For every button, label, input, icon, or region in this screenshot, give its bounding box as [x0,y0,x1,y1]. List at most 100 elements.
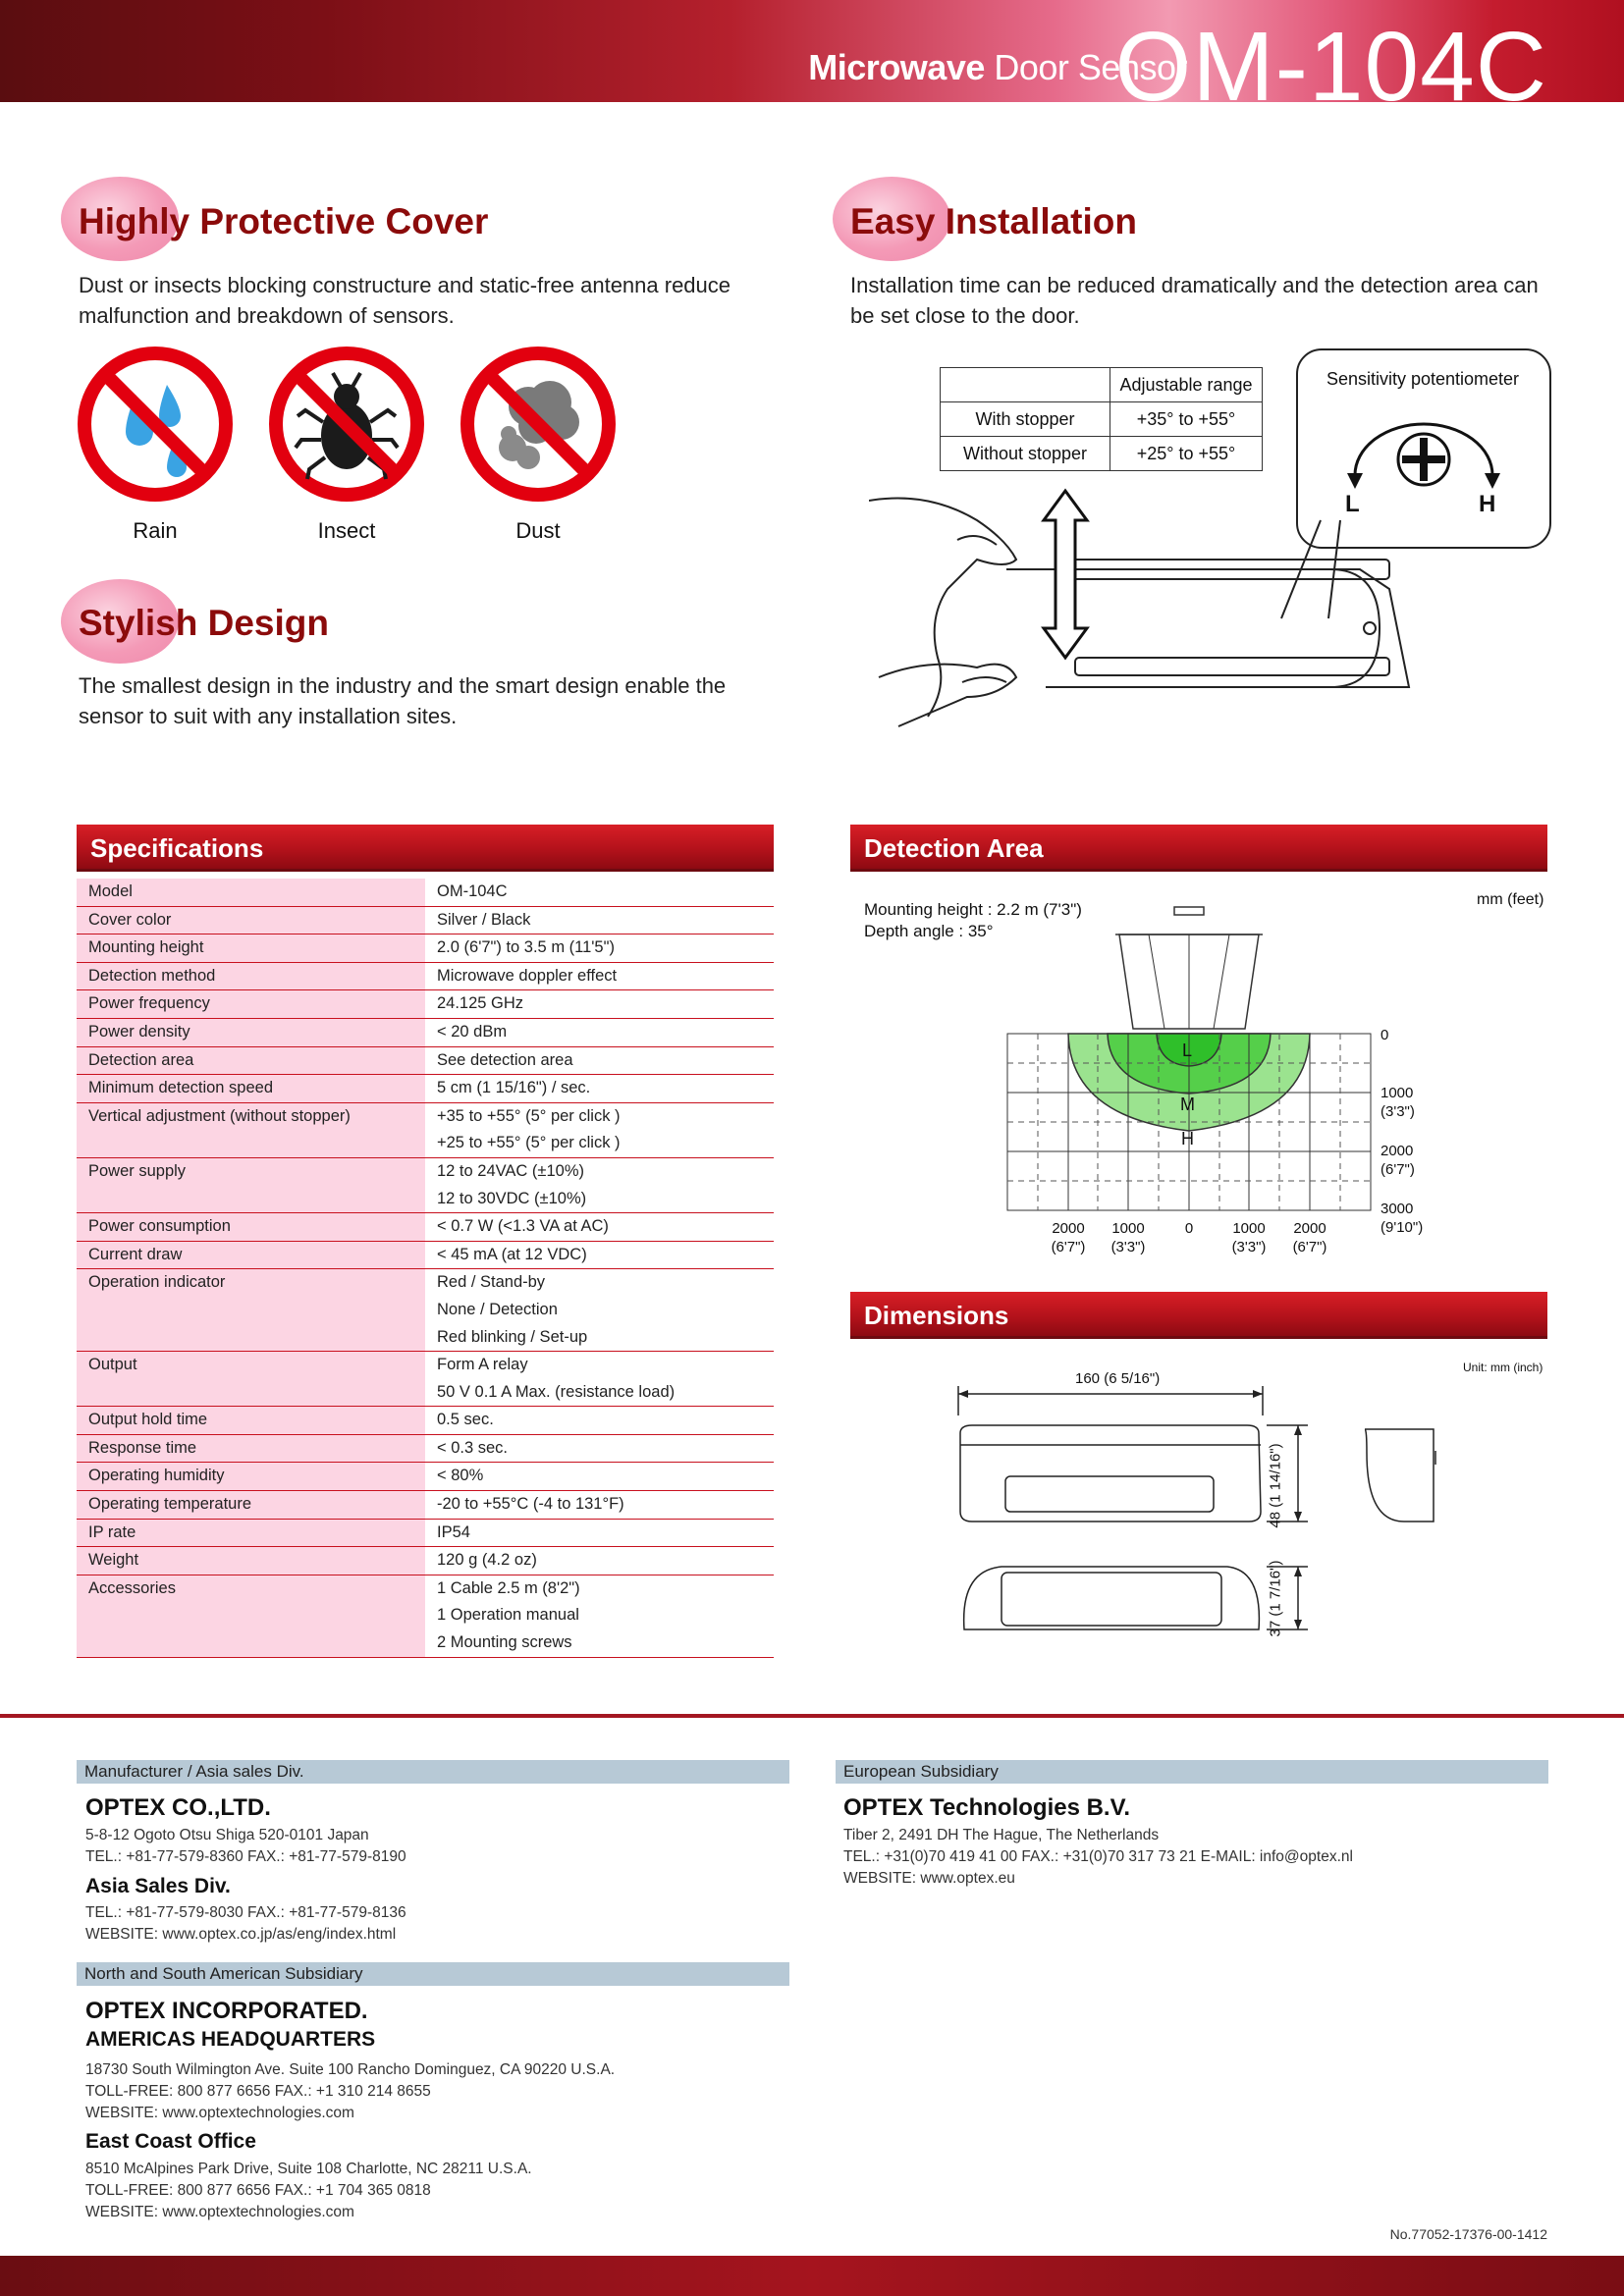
tel-asia-sales: TEL.: +81-77-579-8030 FAX.: +81-77-579-8… [85,1904,406,1921]
spec-row: Vertical adjustment (without stopper) +35… [77,1102,774,1158]
spec-row: 2 Mounting screws [77,1629,774,1658]
tel-east-coast: TOLL-FREE: 800 877 6656 FAX.: +1 704 365… [85,2182,431,2199]
range-label: Without stopper [940,436,1110,471]
zone-label-l: L [1182,1041,1193,1060]
range-value: +35° to +55° [1110,401,1263,437]
web-europe[interactable]: WEBSITE: www.optex.eu [843,1870,1015,1887]
spec-value: < 0.7 W (<1.3 VA at AC) [425,1212,774,1242]
spec-key: Detection method [77,962,425,991]
detection-area-title: Detection Area [850,825,1547,872]
web-asia-sales[interactable]: WEBSITE: www.optex.co.jp/as/eng/index.ht… [85,1926,397,1943]
spec-row: Operating temperature-20 to +55°C (-4 to… [77,1490,774,1520]
spec-row: Power consumption< 0.7 W (<1.3 VA at AC) [77,1212,774,1242]
spec-key: Output hold time [77,1406,425,1435]
detection-y-label: 2000(6'7") [1380,1143,1415,1178]
detection-x-label: 2000(6'7") [1051,1220,1086,1255]
icon-label-rain: Rain [133,518,178,543]
dimensions-drawing [957,1386,1436,1630]
feature-text-stylish: The smallest design in the industry and … [79,673,727,728]
spec-value: 12 to 30VDC (±10%) [425,1185,774,1214]
company-optex-inc: OPTEX INCORPORATED. [85,1998,368,2024]
contact-bar-americas: North and South American Subsidiary [77,1962,789,1986]
detection-y-label: 3000(9'10") [1380,1201,1424,1236]
dimension-height: 48 (1 14/16") [1267,1443,1284,1528]
detection-x-label: 1000(3'3") [1110,1220,1146,1255]
icon-label-dust: Dust [515,518,561,543]
icon-label-insect: Insect [317,518,376,543]
spec-value: IP54 [425,1519,774,1548]
spec-key: Mounting height [77,934,425,963]
dimensions-unit: Unit: mm (inch) [1463,1361,1543,1374]
americas-hq-title: AMERICAS HEADQUARTERS [85,2028,376,2051]
potentiometer-l: L [1345,491,1360,517]
spec-value: Red / Stand-by [437,1273,546,1292]
spec-value: 120 g (4.2 oz) [425,1546,774,1575]
spec-value: Red blinking / Set-up [425,1323,774,1353]
spec-row: 50 V 0.1 A Max. (resistance load) [77,1378,774,1408]
footer-divider [0,1714,1624,1718]
document-number: No.77052-17376-00-1412 [1389,2226,1547,2242]
spec-row: None / Detection [77,1297,774,1324]
web-americas[interactable]: WEBSITE: www.optextechnologies.com [85,2105,354,2121]
spec-value: +35 to +55° (5° per click ) [437,1106,621,1125]
product-model: OM-104C [1114,12,1547,122]
spec-value: 1 Cable 2.5 m (8'2") [437,1578,580,1597]
dimensions-title: Dimensions [850,1292,1547,1339]
adjustable-range-table: Adjustable range With stopper +35° to +5… [940,367,1263,471]
spec-key: Power consumption [77,1212,425,1242]
spec-value: 1 Operation manual [437,1606,579,1625]
feature-text-installation: Installation time can be reduced dramati… [850,273,1539,328]
address-europe: Tiber 2, 2491 DH The Hague, The Netherla… [843,1827,1160,1843]
spec-value: Form A relay [437,1356,528,1374]
heading-blob [61,177,179,261]
spec-key: IP rate [77,1519,425,1548]
tel-americas: TOLL-FREE: 800 877 6656 FAX.: +1 310 214… [85,2083,431,2100]
detection-unit-label: mm (feet) [1477,891,1544,908]
spec-value: 50 V 0.1 A Max. (resistance load) [425,1378,774,1408]
spec-key: Vertical adjustment (without stopper) [77,1102,425,1158]
detection-y-label: 1000(3'3") [1380,1085,1415,1120]
installation-illustration [869,488,1411,727]
spec-value: < 20 dBm [425,1018,774,1047]
spec-key: Power frequency [77,989,425,1019]
spec-key: Detection area [77,1046,425,1076]
spec-value: < 45 mA (at 12 VDC) [425,1241,774,1270]
spec-key: Response time [77,1434,425,1464]
spec-row: Current draw< 45 mA (at 12 VDC) [77,1241,774,1270]
tel-europe: TEL.: +31(0)70 419 41 00 FAX.: +31(0)70 … [843,1848,1353,1865]
feature-title-protective: Highly Protective Cover [79,201,489,241]
specifications-title: Specifications [77,825,774,872]
footer-band [0,2256,1624,2296]
company-optex-japan: OPTEX CO.,LTD. [85,1794,271,1821]
spec-key: Operation indicator [77,1268,425,1353]
spec-key: Output [77,1351,425,1408]
heading-blob [833,177,950,261]
spec-value: 0.5 sec. [425,1406,774,1435]
spec-key: Power supply [77,1157,425,1214]
dimension-depth: 37 (1 7/16") [1267,1560,1284,1637]
dimension-width: 160 (6 5/16") [1075,1370,1161,1387]
spec-value: 2 Mounting screws [425,1629,774,1658]
spec-value: Silver / Black [425,906,774,935]
spec-value: 24.125 GHz [425,989,774,1019]
spec-key: Weight [77,1546,425,1575]
spec-value: 2.0 (6'7") to 3.5 m (11'5") [425,934,774,963]
address-americas: 18730 South Wilmington Ave. Suite 100 Ra… [85,2061,616,2078]
spec-value: 5 cm (1 15/16") / sec. [425,1074,774,1103]
spec-key: Current draw [77,1241,425,1270]
detection-area-diagram [1006,906,1372,1211]
feature-title-stylish: Stylish Design [79,603,329,643]
web-east-coast[interactable]: WEBSITE: www.optextechnologies.com [85,2204,354,2220]
east-coast-title: East Coast Office [85,2130,256,2153]
spec-value: < 80% [425,1462,774,1492]
depth-angle-label: Depth angle : 35° [864,922,994,940]
